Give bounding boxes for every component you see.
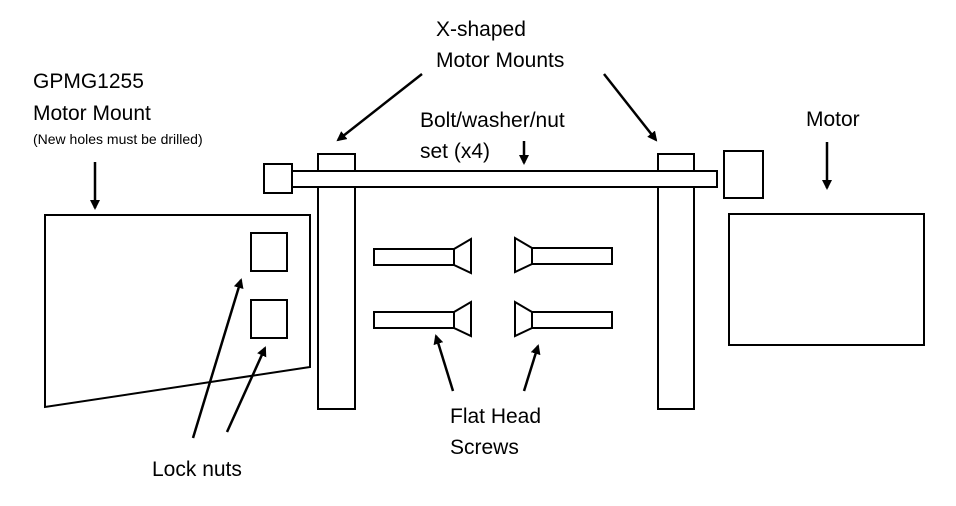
- arrow-to-right-screw: [522, 344, 541, 392]
- label-gpmg1255: GPMG1255: [33, 70, 144, 93]
- arrow-to-right-x-mount: [603, 73, 658, 142]
- lock-nut-upper: [250, 232, 288, 272]
- label-flat-head: Flat Head: [450, 405, 541, 428]
- label-motor: Motor: [806, 108, 860, 131]
- label-screws: Screws: [450, 436, 519, 459]
- arrow-to-left-screw: [433, 334, 455, 392]
- motor-body: [728, 213, 925, 346]
- arrow-to-left-x-mount: [336, 73, 423, 142]
- flat-head-screw-left-bottom: [373, 300, 472, 338]
- flat-head-screw-right-bottom: [514, 300, 613, 338]
- label-set-x4: set (x4): [420, 140, 490, 163]
- label-lock-nuts: Lock nuts: [152, 458, 242, 481]
- gpmg1255-motor-mount-plate: [44, 214, 311, 409]
- label-bolt-washer-nut: Bolt/washer/nut: [420, 109, 565, 132]
- bolt-shaft: [291, 170, 718, 188]
- bolt-head: [263, 163, 293, 194]
- flat-head-screw-left-top: [373, 237, 472, 275]
- label-motor-mount: Motor Mount: [33, 102, 151, 125]
- bolt-nut: [723, 150, 764, 199]
- arrow-to-lock-nut-lower: [225, 346, 267, 433]
- lock-nut-lower: [250, 299, 288, 339]
- label-x-shaped: X-shaped: [436, 18, 526, 41]
- label-drill-note: (New holes must be drilled): [33, 131, 203, 147]
- x-motor-mount-right: [657, 153, 695, 410]
- arrow-to-lock-nut-upper: [191, 278, 244, 439]
- label-motor-mounts: Motor Mounts: [436, 49, 564, 72]
- flat-head-screw-right-top: [514, 236, 613, 274]
- x-motor-mount-left: [317, 153, 356, 410]
